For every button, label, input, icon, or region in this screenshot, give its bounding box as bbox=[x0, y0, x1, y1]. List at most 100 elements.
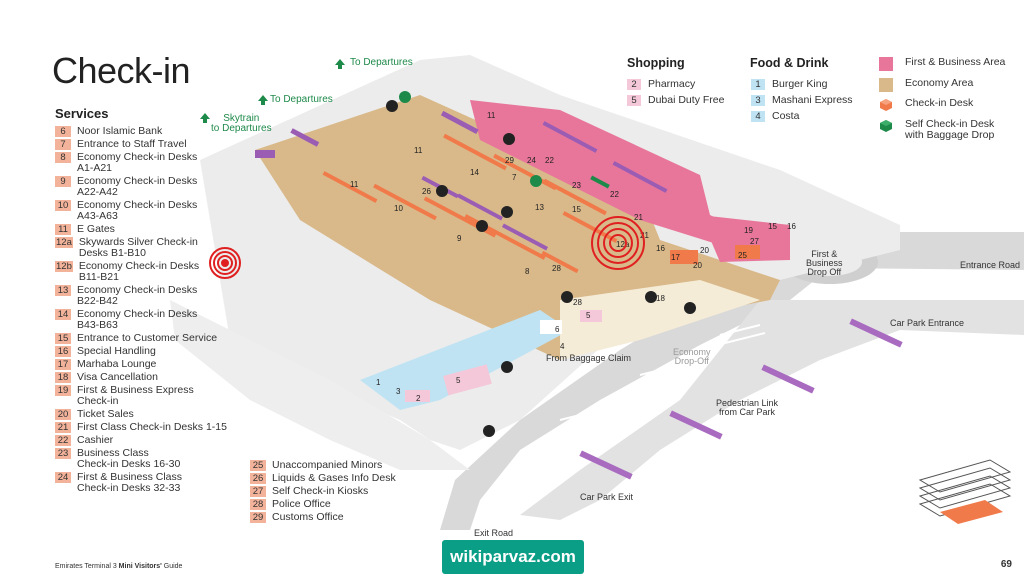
green-circle-icon bbox=[399, 91, 411, 103]
legend-label: Self Check-in Desk with Baggage Drop bbox=[905, 118, 995, 141]
shopping-heading: Shopping bbox=[627, 56, 685, 70]
from-baggage-claim-label: From Baggage Claim bbox=[546, 353, 632, 363]
food-item: 4 Costa bbox=[751, 110, 799, 122]
map-num: 4 bbox=[560, 342, 565, 351]
map-num: 13 bbox=[535, 203, 544, 212]
map-num: 14 bbox=[470, 168, 479, 177]
map-num: 9 bbox=[457, 234, 462, 243]
floor-stack-icon bbox=[918, 459, 1012, 524]
food-item-num: 3 bbox=[751, 94, 765, 106]
service-item-num: 16 bbox=[55, 346, 71, 357]
checkin-desk-cube-icon bbox=[879, 98, 893, 112]
legend-swatch bbox=[879, 78, 893, 92]
pedestrian-link-label: Pedestrian Link from Car Park bbox=[716, 398, 779, 417]
service-item-num: 6 bbox=[55, 126, 71, 137]
map-num: 18 bbox=[656, 294, 665, 303]
watermark-badge[interactable]: wikiparvaz.com bbox=[442, 540, 584, 574]
map-num: 24 bbox=[527, 156, 536, 165]
service-item-num: 7 bbox=[55, 139, 71, 150]
first-business-dropoff-label: First & Business Drop Off bbox=[806, 249, 843, 277]
service-item-num: 28 bbox=[250, 499, 266, 510]
service-item-label: Economy Check-in Desks B22-B42 bbox=[77, 284, 198, 307]
legend-label: First & Business Area bbox=[905, 56, 1006, 68]
map-num: 16 bbox=[787, 222, 796, 231]
info-icon bbox=[645, 291, 657, 303]
shopping-item-num: 5 bbox=[627, 94, 641, 106]
service-item: 6 Noor Islamic Bank bbox=[55, 126, 255, 137]
restroom-icon bbox=[386, 100, 398, 112]
legend-first-business: First & Business Area bbox=[879, 57, 1005, 71]
map-num: 17 bbox=[671, 253, 680, 262]
legend-checkin-desk: Check-in Desk bbox=[879, 98, 973, 112]
map-num: 21 bbox=[634, 213, 643, 222]
food-item-num: 4 bbox=[751, 110, 765, 122]
service-item-num: 23 bbox=[55, 448, 71, 459]
service-item-num: 11 bbox=[55, 224, 71, 235]
car-park-exit-label: Car Park Exit bbox=[580, 492, 634, 502]
legend-label: Check-in Desk bbox=[905, 97, 974, 109]
map-numbers: 29 7 24 22 23 22 14 13 15 26 11 11 10 9 … bbox=[350, 111, 796, 403]
footer-prefix: Emirates Terminal 3 bbox=[55, 563, 119, 570]
page-number: 69 bbox=[1000, 559, 1012, 570]
map-num: 15 bbox=[572, 205, 581, 214]
legend-self-checkin: Self Check-in Desk with Baggage Drop bbox=[879, 119, 994, 141]
map-num: 25 bbox=[738, 251, 747, 260]
map-num: 11 bbox=[414, 146, 423, 155]
service-item-label: Entrance to Customer Service bbox=[77, 332, 218, 344]
service-item-num: 9 bbox=[55, 176, 71, 187]
green-circle-icon bbox=[530, 175, 542, 187]
footer-guide-title: Emirates Terminal 3 Mini Visitors' Guide bbox=[55, 563, 182, 570]
service-item-num: 24 bbox=[55, 472, 71, 483]
map-num: 20 bbox=[693, 261, 702, 270]
map-num: 20 bbox=[700, 246, 709, 255]
economy-dropoff-label: Economy Drop-Off bbox=[673, 347, 711, 366]
service-item-label: Marhaba Lounge bbox=[77, 358, 157, 370]
map-num: 12a bbox=[616, 240, 630, 249]
service-item-label: Visa Cancellation bbox=[77, 371, 158, 383]
service-item-label: Economy Check-in Desks A1-A21 bbox=[77, 151, 198, 174]
elevator-icon bbox=[501, 206, 513, 218]
map-num: 16 bbox=[656, 244, 665, 253]
skytrain-label: Skytrain to Departures bbox=[211, 113, 272, 134]
up-arrow-icon bbox=[258, 95, 268, 105]
to-departures-left-label: To Departures bbox=[270, 94, 333, 105]
page-title: Check-in bbox=[52, 50, 191, 91]
service-item-label: Business Class Check-in Desks 16-30 bbox=[77, 447, 181, 470]
legend-economy: Economy Area bbox=[879, 78, 973, 92]
service-item-num: 26 bbox=[250, 473, 266, 484]
map-num: 3 bbox=[396, 387, 401, 396]
service-item-num: 10 bbox=[55, 200, 71, 211]
service-item-label: E Gates bbox=[77, 223, 115, 235]
legend-label: Economy Area bbox=[905, 77, 974, 89]
map-num: 2 bbox=[416, 394, 421, 403]
self-checkin-cube-icon bbox=[879, 119, 893, 133]
service-item-num: 21 bbox=[55, 422, 71, 433]
plaza bbox=[560, 280, 760, 360]
service-item-label: Noor Islamic Bank bbox=[77, 125, 163, 137]
entrance-road-label: Entrance Road bbox=[960, 260, 1021, 270]
elevator-icon bbox=[476, 220, 488, 232]
restroom-icon bbox=[483, 425, 495, 437]
service-item-label: Cashier bbox=[77, 434, 114, 446]
map-num: 15 bbox=[768, 222, 777, 231]
service-item-num: 20 bbox=[55, 409, 71, 420]
shopping-item-label: Pharmacy bbox=[648, 78, 696, 90]
map-num: 6 bbox=[555, 325, 560, 334]
map-num: 1 bbox=[376, 378, 381, 387]
info-icons bbox=[386, 91, 696, 437]
service-item-label: First & Business Express Check-in bbox=[77, 384, 194, 407]
service-item-label: Self Check-in Kiosks bbox=[272, 485, 369, 497]
map-num: 11 bbox=[350, 180, 359, 189]
service-item-label: Economy Check-in Desks A43-A63 bbox=[77, 199, 198, 222]
service-item-num: 17 bbox=[55, 359, 71, 370]
